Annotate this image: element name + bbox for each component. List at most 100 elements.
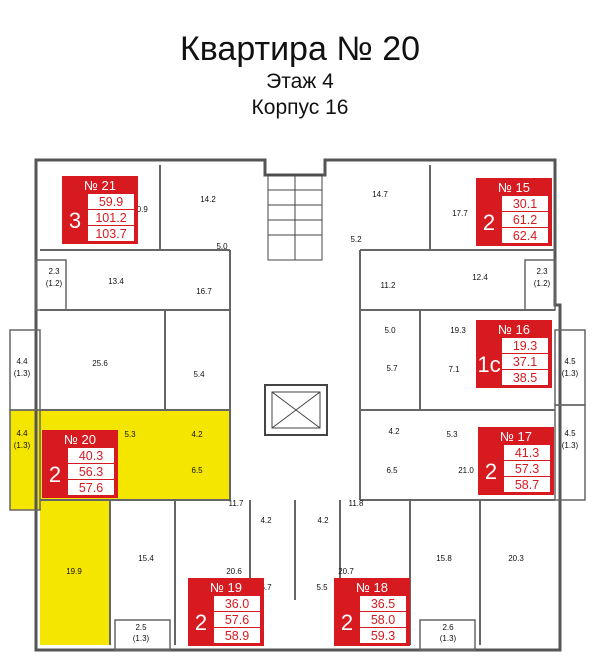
walls	[34, 158, 562, 652]
room-area-label: 4.2	[317, 516, 329, 525]
badge-area-value: 19.3	[513, 339, 537, 353]
room-area-label: (1.3)	[562, 441, 579, 450]
badge-title: № 21	[84, 178, 116, 193]
room-area-label: 15.8	[436, 554, 452, 563]
badge-area-box	[214, 596, 260, 611]
room-area-label: 21.0	[458, 466, 474, 475]
badge-area-value: 36.0	[225, 597, 249, 611]
room-area-label: 17.7	[452, 209, 468, 218]
badge-area-value: 59.9	[99, 195, 123, 209]
room-area-label: 13.4	[108, 277, 124, 286]
room-area-label: 15.4	[138, 554, 154, 563]
room-labels: 20.914.25.014.75.217.72.3(1.2)13.416.711…	[14, 190, 579, 643]
room-area-label: 5.0	[216, 242, 228, 251]
building-label: Корпус 16	[251, 96, 349, 119]
room-area-label: (1.3)	[14, 369, 31, 378]
room-area-label: (1.2)	[534, 279, 551, 288]
room-area-label: 14.7	[372, 190, 388, 199]
badge-area-value: 57.3	[515, 462, 539, 476]
room-area-label: 2.5	[135, 623, 147, 632]
badge-room-count: 2	[49, 462, 61, 487]
badge-area-box	[88, 194, 134, 209]
room-area-label: 5.5	[316, 583, 328, 592]
badge-room-count: 2	[195, 610, 207, 635]
room-area-label: 25.6	[92, 359, 108, 368]
badge-room-count: 1с	[477, 352, 500, 377]
room-area-label: 20.3	[508, 554, 524, 563]
room-area-label: 5.0	[384, 326, 396, 335]
badge-title: № 15	[498, 180, 530, 195]
room-area-label: (1.3)	[562, 369, 579, 378]
balconies	[9, 259, 586, 651]
room-area-label: 7.1	[448, 365, 460, 374]
room-area-label: 5.3	[446, 430, 458, 439]
room-area-label: 11.7	[229, 499, 245, 508]
badge-area-value: 61.2	[513, 213, 537, 227]
room-area-label: 6.5	[386, 466, 398, 475]
badge-area-box	[214, 612, 260, 627]
badge-title: № 17	[500, 429, 532, 444]
badge-area-box	[504, 461, 550, 476]
room-area-label: 5.2	[350, 235, 362, 244]
room-area-label: 16.7	[196, 287, 212, 296]
room-area-label: 11.8	[349, 499, 365, 508]
badge-area-box	[504, 445, 550, 460]
badge-area-box	[504, 477, 550, 492]
badge-area-value: 57.6	[225, 613, 249, 627]
badge-area-box	[68, 448, 114, 463]
room-area-label: 19.9	[66, 567, 82, 576]
room-area-label: 4.2	[191, 430, 203, 439]
badge-area-value: 58.9	[225, 629, 249, 643]
badge-area-value: 36.5	[371, 597, 395, 611]
room-area-label: (1.3)	[440, 634, 457, 643]
room-area-label: 4.5	[564, 357, 576, 366]
badge-area-box	[68, 464, 114, 479]
room-area-label: 5.7	[386, 364, 398, 373]
badge-area-value: 62.4	[513, 229, 537, 243]
badge-area-value: 30.1	[513, 197, 537, 211]
floor-label: Этаж 4	[266, 70, 334, 93]
inner-walls	[40, 165, 555, 645]
badge-area-box	[502, 354, 548, 369]
room-area-label: 5.4	[193, 370, 205, 379]
badge-title: № 16	[498, 322, 530, 337]
badge-area-value: 58.7	[515, 478, 539, 492]
room-area-label: 20.6	[226, 567, 242, 576]
room-area-label: 2.3	[48, 267, 60, 276]
room-area-label: 4.4	[16, 429, 28, 438]
room-area-label: 6.5	[191, 466, 203, 475]
badge-area-box	[502, 370, 548, 385]
badge-title: № 20	[64, 432, 96, 447]
room-area-label: 5.7	[260, 583, 272, 592]
badge-area-box	[88, 210, 134, 225]
badge-area-box	[502, 212, 548, 227]
badge-area-box	[502, 228, 548, 243]
room-area-label: 5.3	[124, 430, 136, 439]
room-area-label: (1.2)	[46, 279, 63, 288]
badge-area-box	[502, 196, 548, 211]
badge-area-value: 38.5	[513, 371, 537, 385]
badge-room-count: 2	[341, 610, 353, 635]
badge-area-value: 56.3	[79, 465, 103, 479]
badge-area-box	[502, 338, 548, 353]
room-area-label: 20.9	[132, 205, 148, 214]
room-area-label: 4.2	[260, 516, 272, 525]
stair-core	[264, 174, 328, 436]
apartment-20-highlight[interactable]	[10, 410, 230, 645]
badge-room-count: 3	[69, 208, 81, 233]
badge-area-box	[68, 480, 114, 495]
room-area-label: 2.6	[442, 623, 454, 632]
badge-area-box	[88, 226, 134, 241]
room-area-label: 12.4	[472, 273, 488, 282]
room-area-label: 19.3	[450, 326, 466, 335]
page-title: Квартира № 20	[179, 30, 421, 68]
room-area-label: 2.3	[536, 267, 548, 276]
